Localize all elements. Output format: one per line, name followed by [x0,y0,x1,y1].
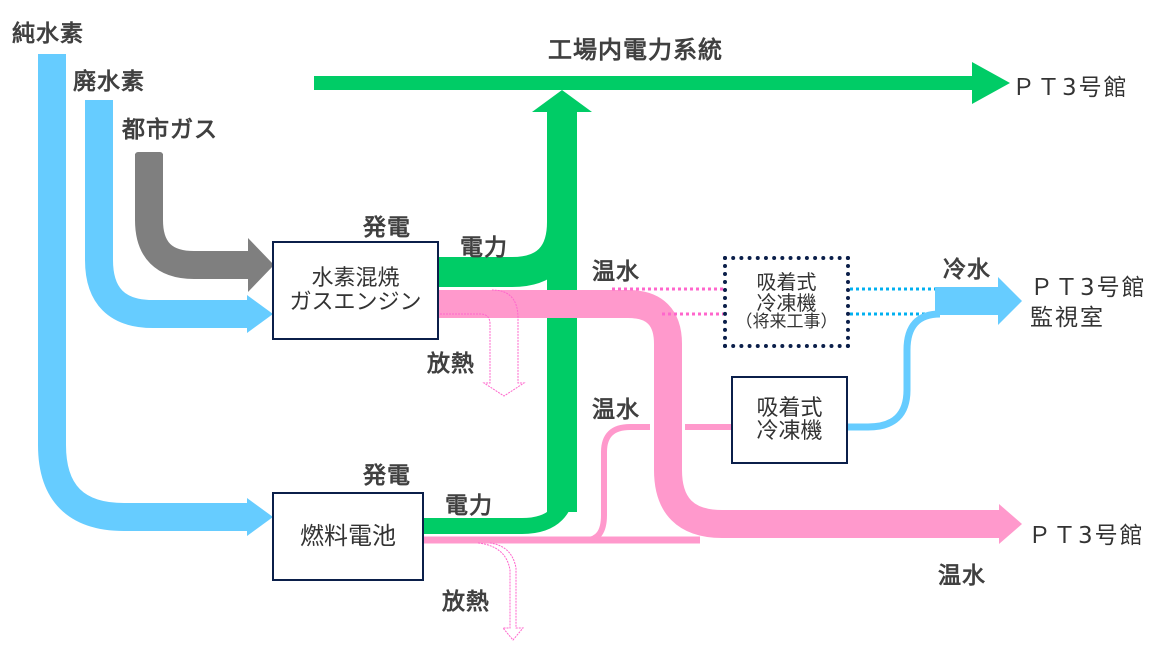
cold-water-arrowhead [998,277,1022,325]
pure-hydrogen-arrowhead [247,498,273,536]
hot-water-output-arrowhead [999,504,1022,544]
power-grid-arrowhead [972,62,1010,104]
future-chiller-line2: 冷凍機 [756,291,817,316]
power-grid-label: 工場内電力系統 [548,36,723,64]
gas-engine-heat-release [440,289,526,397]
city-gas-flow [135,154,252,279]
hot-water-output-label: 温水 [938,563,986,589]
gas-engine-power-flow [438,200,577,287]
gas-engine-power-label: 電力 [460,235,508,261]
waste-hydrogen-arrowhead [247,295,273,333]
chiller-line1: 吸着式 [756,395,823,421]
pure-hydrogen-flow [38,54,250,531]
city-gas-label: 都市ガス [122,117,218,143]
fuel-cell-power-flow [424,460,576,534]
future-chiller-box: 吸着式 冷凍機 （将来工事） [723,256,850,348]
cold-water-label: 冷水 [943,257,991,283]
fuel-cell-box: 燃料電池 [272,492,424,581]
fuel-cell-heat-release-label: 放熱 [442,589,490,615]
chiller-box: 吸着式 冷凍機 [731,376,848,464]
city-gas-arrowhead [248,238,274,292]
gas-engine-box: 水素混焼 ガスエンジン [272,241,439,340]
gas-engine-line1: 水素混焼 [311,266,400,292]
cold-water-destination-line1: ＰＴ3号館 [1030,275,1147,301]
hot-water-middle-label: 温水 [592,397,640,423]
waste-hydrogen-label: 廃水素 [73,69,145,95]
gas-engine-hot-water-flow [438,290,1002,538]
power-grid-line [314,76,974,90]
cold-water-destination-line2: 監視室 [1030,305,1105,331]
fuel-cell-heat-release [477,542,525,641]
fuel-cell-name: 燃料電池 [300,521,396,550]
power-grid-destination: ＰＴ3号館 [1012,75,1129,101]
chiller-cold-water-flow [848,310,941,431]
fuel-cell-generation-label: 発電 [363,463,411,489]
cold-water-arrow-body [935,287,1000,315]
future-chiller-line3: （将来工事） [735,312,838,333]
chiller-line2: 冷凍機 [756,419,823,444]
future-chiller-line1: 吸着式 [756,270,817,295]
hot-water-destination: ＰＴ3号館 [1028,523,1145,549]
waste-hydrogen-flow [85,100,250,328]
pure-hydrogen-label: 純水素 [12,21,84,47]
hot-water-branch-to-chiller [585,424,650,543]
fuel-cell-power-label: 電力 [445,493,493,519]
hot-water-upper-label: 温水 [592,259,640,285]
gas-engine-line2: ガスエンジン [289,289,422,315]
power-riser-arrowhead [532,90,592,112]
city-gas-cap [135,152,163,158]
gas-engine-generation-label: 発電 [363,215,411,241]
gas-engine-heat-release-label: 放熱 [427,351,475,377]
